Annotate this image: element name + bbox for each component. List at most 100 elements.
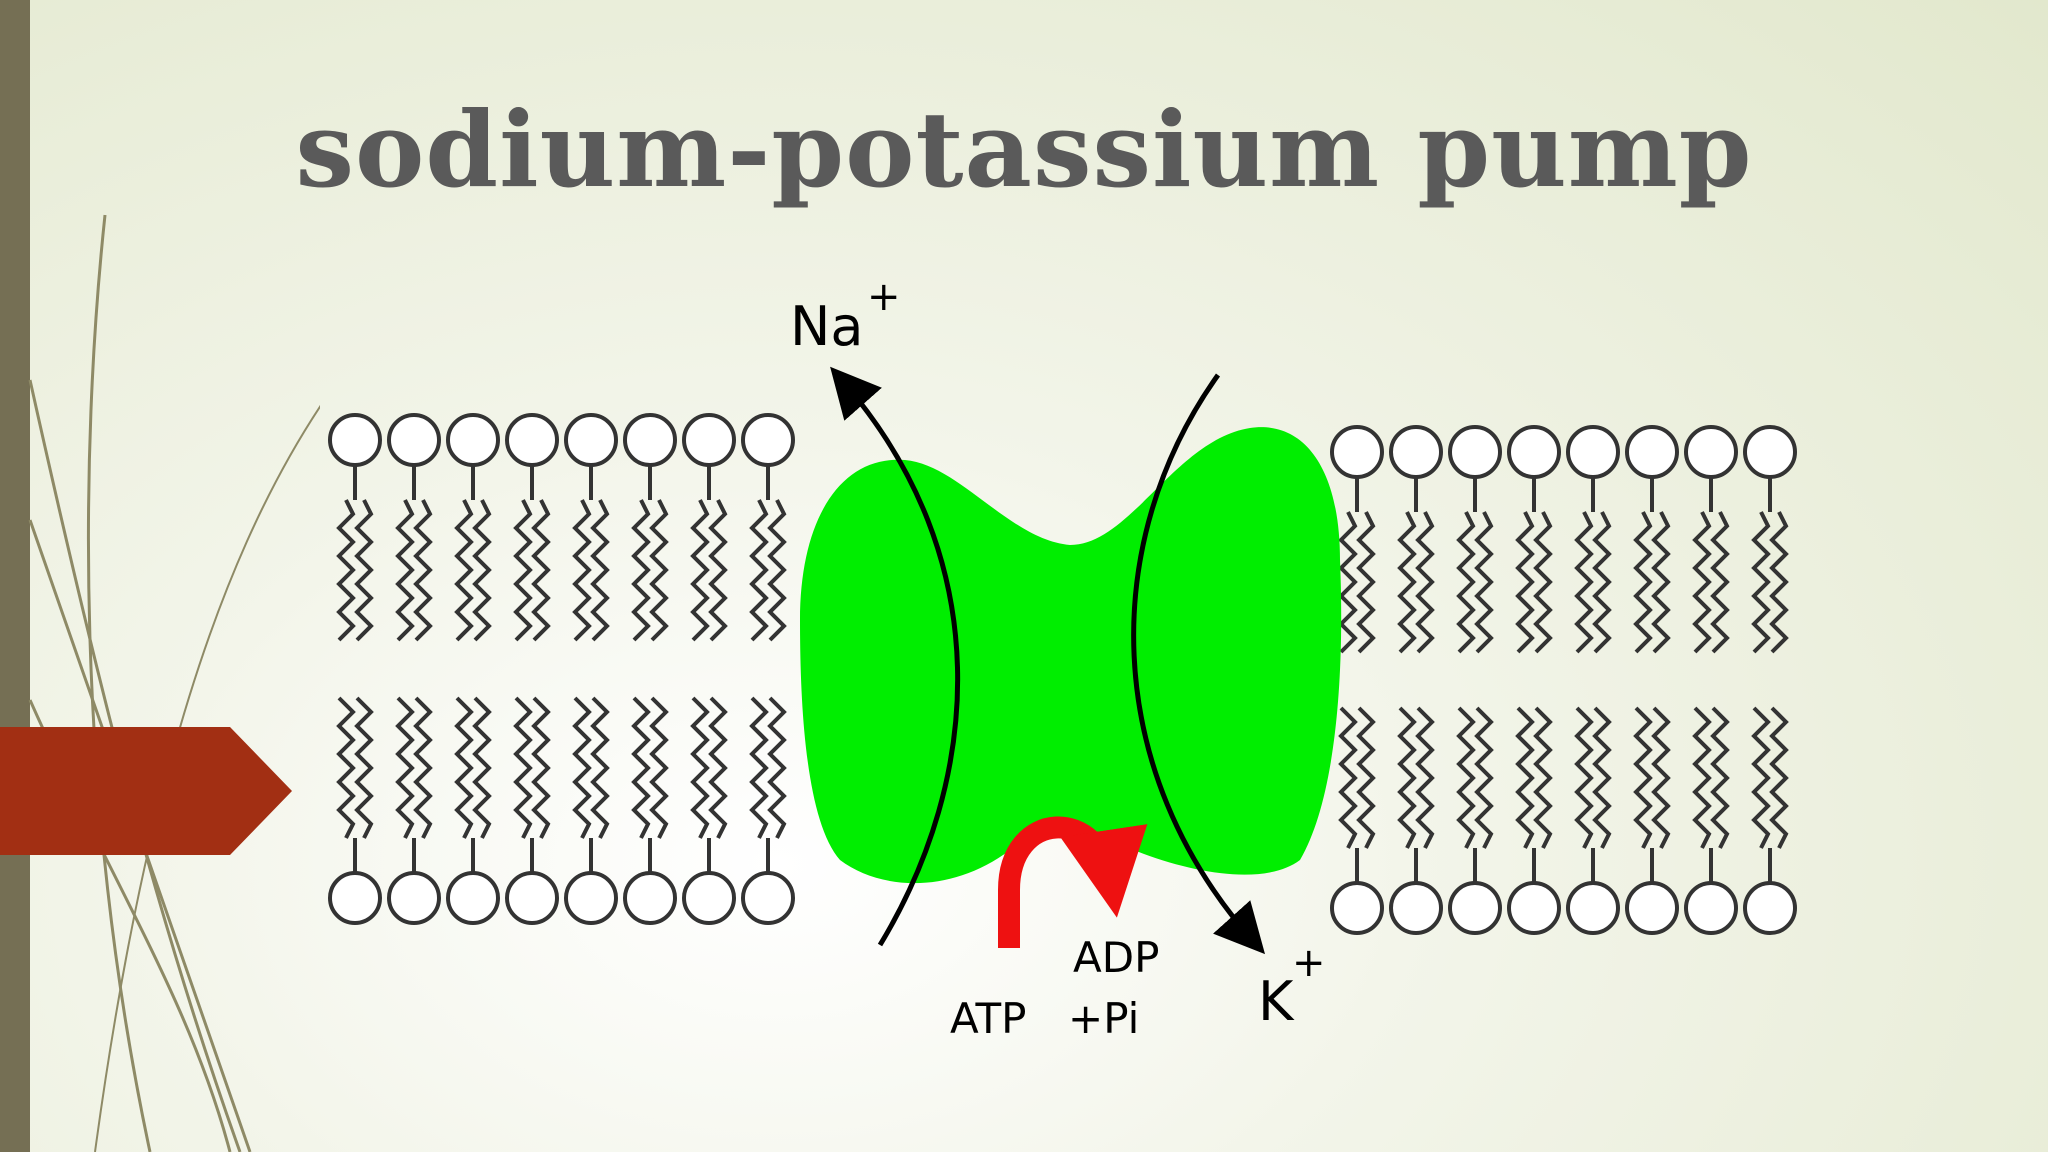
lipid-head	[387, 413, 441, 467]
lipid-tail	[767, 696, 787, 839]
right-lipid-bilayer	[1330, 425, 1797, 935]
lipid-head	[1566, 425, 1620, 479]
lipid-tail	[1574, 511, 1594, 654]
lipid-tail	[1456, 706, 1476, 849]
lipid-tail	[354, 696, 374, 839]
lipid-head	[1684, 881, 1738, 935]
lipid-tail	[1769, 706, 1789, 849]
lipid-head	[505, 871, 559, 925]
lipid-head	[682, 413, 736, 467]
lipid-tail	[590, 499, 610, 642]
lipid-tail	[1592, 706, 1612, 849]
pi-label: +Pi	[1068, 994, 1139, 1043]
lipid-tail	[531, 696, 551, 839]
na-charge: +	[867, 274, 901, 320]
lipid-tail	[590, 696, 610, 839]
na-export-arrow	[830, 366, 961, 947]
lipid-tail	[1515, 511, 1535, 654]
lipid-tail	[454, 499, 474, 642]
lipid-tail	[1356, 511, 1376, 654]
lipid-tail	[1651, 511, 1671, 654]
lipid-tail	[690, 696, 710, 839]
atp-label: ATP	[950, 994, 1026, 1043]
lipid-tail	[649, 499, 669, 642]
lipid-head	[1330, 881, 1384, 935]
lipid-tail	[1769, 511, 1789, 654]
lipid-tail	[1633, 511, 1653, 654]
lipid-tail	[1692, 706, 1712, 849]
lipid-tail	[472, 696, 492, 839]
lipid-tail	[749, 696, 769, 839]
lipid-tail	[708, 499, 728, 642]
lipid-tail	[1574, 706, 1594, 849]
lipid-head	[446, 871, 500, 925]
side-arrow-tab	[0, 727, 292, 855]
lipid-tail	[1356, 706, 1376, 849]
lipid-tail	[395, 696, 415, 839]
lipid-head	[623, 413, 677, 467]
lipid-head	[1566, 881, 1620, 935]
lipid-tail	[1751, 511, 1771, 654]
lipid-head	[1507, 425, 1561, 479]
lipid-tail	[767, 499, 787, 642]
lipid-tail	[1474, 706, 1494, 849]
lipid-tail	[1456, 511, 1476, 654]
lipid-tail	[749, 499, 769, 642]
lipid-tail	[1515, 706, 1535, 849]
lipid-head	[623, 871, 677, 925]
lipid-tail	[531, 499, 551, 642]
lipid-head	[682, 871, 736, 925]
lipid-head	[328, 413, 382, 467]
lipid-tail	[1710, 511, 1730, 654]
k-label: K	[1258, 970, 1295, 1033]
lipid-head	[387, 871, 441, 925]
lipid-tail	[336, 499, 356, 642]
atp-hydrolysis-arrow	[998, 816, 1148, 948]
lipid-tail	[395, 499, 415, 642]
lipid-tail	[513, 499, 533, 642]
lipid-tail	[1397, 706, 1417, 849]
lipid-head	[1507, 881, 1561, 935]
pump-protein	[800, 427, 1342, 884]
lipid-tail	[631, 499, 651, 642]
lipid-tail	[649, 696, 669, 839]
lipid-tail	[1533, 511, 1553, 654]
lipid-tail	[1692, 511, 1712, 654]
lipid-head	[505, 413, 559, 467]
lipid-tail	[413, 499, 433, 642]
adp-label: ADP	[1073, 933, 1159, 982]
lipid-tail	[1592, 511, 1612, 654]
lipid-tail	[1415, 706, 1435, 849]
lipid-head	[1743, 881, 1797, 935]
lipid-head	[1625, 881, 1679, 935]
lipid-tail	[1651, 706, 1671, 849]
lipid-tail	[472, 499, 492, 642]
lipid-tail	[454, 696, 474, 839]
lipid-tail	[690, 499, 710, 642]
lipid-tail	[1338, 511, 1358, 654]
lipid-tail	[1633, 706, 1653, 849]
lipid-head	[1684, 425, 1738, 479]
lipid-tail	[572, 696, 592, 839]
lipid-tail	[1710, 706, 1730, 849]
lipid-head	[1389, 881, 1443, 935]
lipid-tail	[631, 696, 651, 839]
lipid-head	[1330, 425, 1384, 479]
na-label: Na	[790, 295, 864, 358]
lipid-tail	[1415, 511, 1435, 654]
left-accent-bar	[0, 0, 30, 1152]
lipid-tail	[1338, 706, 1358, 849]
left-lipid-bilayer	[328, 413, 795, 925]
slide-title: sodium-potassium pump	[295, 88, 1753, 211]
k-charge: +	[1292, 940, 1326, 986]
lipid-tail	[413, 696, 433, 839]
lipid-head	[741, 871, 795, 925]
lipid-tail	[1533, 706, 1553, 849]
lipid-head	[1389, 425, 1443, 479]
lipid-head	[564, 413, 618, 467]
lipid-head	[328, 871, 382, 925]
k-import-arrow	[1131, 373, 1266, 955]
lipid-tail	[1751, 706, 1771, 849]
lipid-tail	[572, 499, 592, 642]
